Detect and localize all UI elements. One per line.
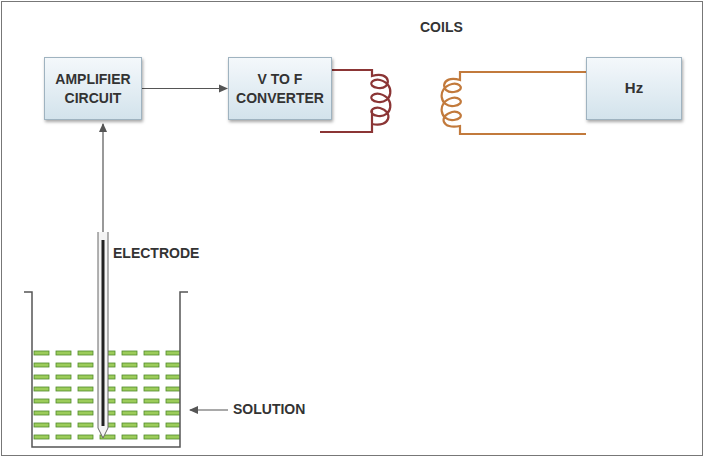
secondary-coil	[442, 72, 586, 134]
part-label: COILS	[420, 19, 463, 35]
box-label: Hz	[621, 78, 647, 98]
process-box: Hz	[586, 57, 682, 120]
box-label: V TO F CONVERTER	[229, 70, 331, 108]
process-box: AMPLIFIER CIRCUIT	[44, 57, 142, 120]
box-label: AMPLIFIER CIRCUIT	[45, 70, 141, 108]
process-box: V TO F CONVERTER	[228, 57, 332, 120]
signal-arrow	[102, 124, 103, 232]
electrode-core	[102, 240, 105, 426]
part-label: SOLUTION	[233, 401, 305, 417]
part-label: ELECTRODE	[113, 245, 199, 261]
electrode	[98, 232, 108, 438]
signal-arrow	[142, 88, 227, 89]
solution-leader	[190, 409, 228, 410]
